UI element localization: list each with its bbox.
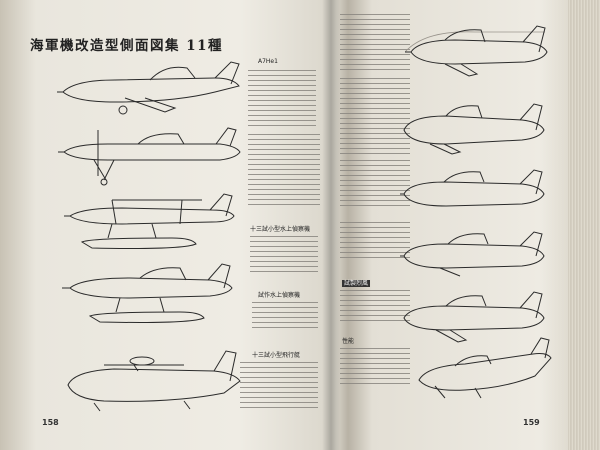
aircraft-drawing-right-6 bbox=[418, 337, 552, 399]
label-right-section-4: 試製烈風 bbox=[342, 280, 371, 287]
text-block-5 bbox=[240, 362, 318, 412]
aircraft-drawing-right-1 bbox=[405, 25, 548, 77]
label-section-3: 十三試小型水上偵察機 bbox=[250, 226, 311, 233]
book-gutter bbox=[322, 0, 340, 450]
aircraft-drawing-2 bbox=[58, 127, 241, 186]
text-block-right-5 bbox=[340, 290, 410, 325]
text-block-right-4 bbox=[340, 222, 410, 262]
aircraft-drawing-a7he1 bbox=[57, 61, 240, 115]
text-block-right-2 bbox=[340, 78, 410, 158]
label-right-section-6: 性能 bbox=[342, 338, 355, 345]
label-section-5: 十三試小型飛行艇 bbox=[252, 352, 301, 359]
page-edges bbox=[568, 0, 600, 450]
text-block-right-6 bbox=[340, 348, 410, 388]
text-block-a7he1 bbox=[248, 70, 316, 130]
text-block-4 bbox=[252, 302, 318, 332]
text-block-right-3 bbox=[340, 160, 410, 210]
aircraft-drawing-flying-boat bbox=[67, 350, 241, 412]
aircraft-drawing-right-4 bbox=[400, 231, 545, 277]
label-section-4: 試作水上偵察機 bbox=[258, 292, 301, 299]
aircraft-drawing-floatplane-monoplane bbox=[62, 263, 233, 323]
aircraft-drawing-right-3 bbox=[400, 169, 545, 207]
page-number-left: 158 bbox=[42, 418, 59, 427]
aircraft-drawing-right-2 bbox=[403, 103, 545, 155]
text-block-2 bbox=[248, 134, 320, 209]
aircraft-drawing-right-5 bbox=[403, 291, 545, 343]
page-number-right: 159 bbox=[523, 418, 540, 427]
page-headline: 海軍機改造型側面図集 11種 bbox=[30, 38, 223, 54]
text-block-right-1 bbox=[340, 14, 410, 74]
label-a7he1: A7He1 bbox=[258, 58, 278, 65]
text-block-3 bbox=[250, 236, 318, 276]
aircraft-drawing-floatplane-biplane bbox=[64, 193, 235, 249]
